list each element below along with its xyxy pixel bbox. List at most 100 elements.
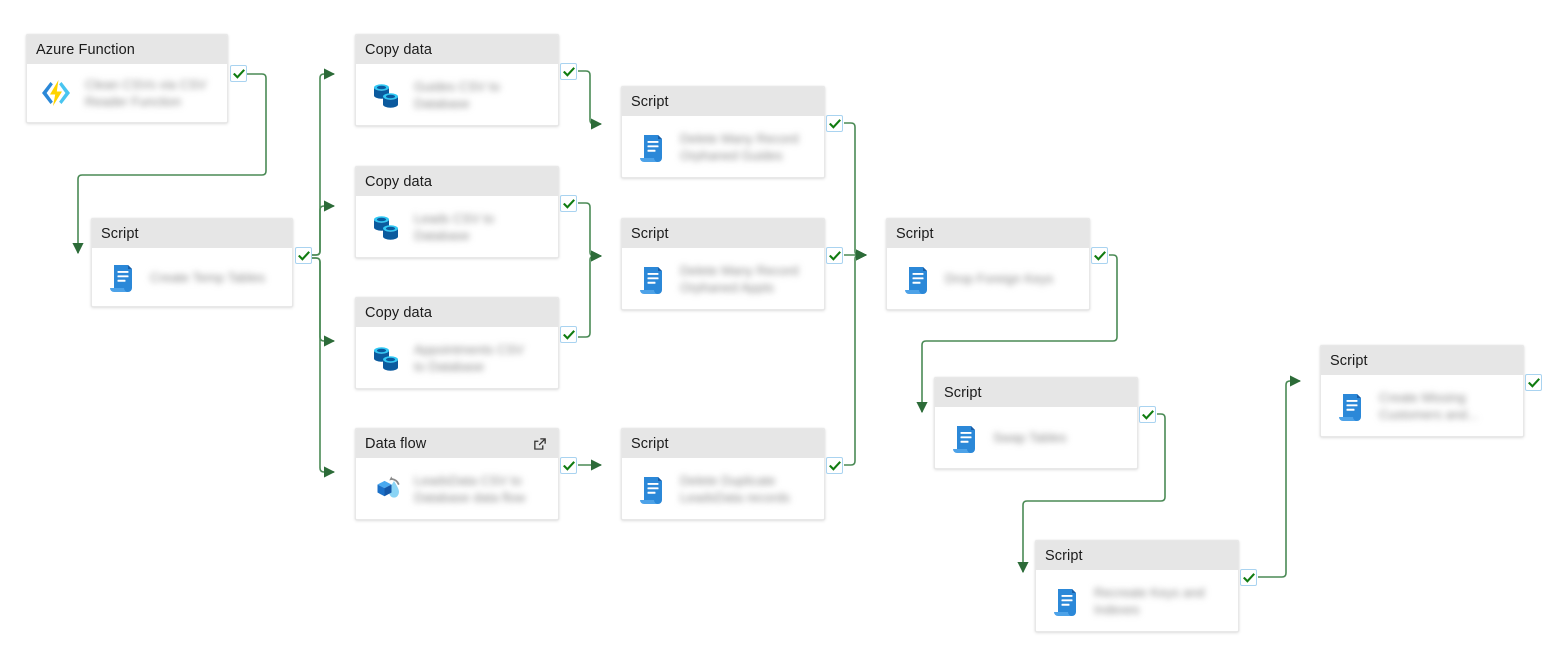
- success-handle-data-flow-leadsdata[interactable]: [560, 457, 577, 474]
- node-type-label: Script: [1330, 352, 1368, 369]
- check-icon: [562, 66, 575, 77]
- check-icon: [1242, 572, 1255, 583]
- activity-name-line: Orphaned Guides: [680, 147, 783, 163]
- node-header-data-flow-leadsdata: Data flow: [356, 429, 558, 458]
- check-icon: [232, 68, 245, 79]
- check-icon: [1141, 409, 1154, 420]
- connector-copy-data-appointments-csv-to-script-delete-many-record-orphaned-appts: [578, 250, 603, 338]
- success-handle-script-delete-many-record-orphaned-appts[interactable]: [826, 247, 843, 264]
- check-icon: [828, 250, 841, 261]
- node-header-script-create-temp-tables: Script: [92, 219, 292, 248]
- check-icon: [828, 460, 841, 471]
- activity-name-line: Indexes: [1094, 601, 1140, 617]
- connector-copy-data-guide-csv-to-script-delete-many-record-orphaned-guides: [578, 70, 603, 130]
- node-header-copy-data-appointments-csv: Copy data: [356, 298, 558, 327]
- node-body-script-swap-tables: Swap Tables: [935, 407, 1137, 468]
- check-icon: [297, 250, 310, 261]
- node-header-script-delete-many-record-orphaned-appts: Script: [622, 219, 824, 248]
- activity-name-line: Customers and...: [1379, 406, 1478, 422]
- success-handle-script-recreate-keys-indexes[interactable]: [1240, 569, 1257, 586]
- node-body-script-create-temp-tables: Create Temp Tables: [92, 248, 292, 306]
- node-type-label: Copy data: [365, 173, 432, 190]
- activity-name: Create Temp Tables: [150, 269, 265, 286]
- script-icon: [632, 128, 670, 166]
- activity-name-line: Appointments CSV: [414, 341, 524, 357]
- node-body-script-drop-foreign-keys: Drop Foreign Keys: [887, 248, 1089, 309]
- node-type-label: Script: [631, 93, 669, 110]
- success-handle-script-swap-tables[interactable]: [1139, 406, 1156, 423]
- node-header-copy-data-guide-csv: Copy data: [356, 35, 558, 64]
- script-icon: [632, 470, 670, 508]
- node-type-label: Azure Function: [36, 41, 135, 58]
- success-handle-script-create-missing-customers[interactable]: [1525, 374, 1542, 391]
- script-icon: [102, 258, 140, 296]
- activity-name-line: Drop Foreign Keys: [945, 271, 1054, 286]
- connector-copy-data-leads-csv-to-script-delete-many-record-orphaned-appts: [578, 202, 603, 262]
- data-flow-icon: [366, 470, 404, 508]
- connector-script-create-temp-tables-to-copy-data-guide-csv: [312, 68, 336, 256]
- node-type-label: Script: [631, 435, 669, 452]
- node-header-script-recreate-keys-indexes: Script: [1036, 541, 1238, 570]
- script-icon: [945, 419, 983, 457]
- node-header-script-swap-tables: Script: [935, 378, 1137, 407]
- copy-data-icon: [366, 339, 404, 377]
- activity-name-line: LeadsData records: [680, 489, 790, 505]
- activity-name-line: Database: [414, 95, 470, 111]
- activity-name-line: Recreate Keys and: [1094, 584, 1205, 600]
- node-type-label: Script: [631, 225, 669, 242]
- connector-script-create-temp-tables-to-copy-data-leads-csv: [312, 200, 336, 256]
- check-icon: [1093, 250, 1106, 261]
- script-icon: [1046, 582, 1084, 620]
- activity-name-line: Guides CSV to: [414, 78, 500, 94]
- activity-name-line: Delete Many Record: [680, 262, 799, 278]
- activity-name-line: Delete Many Record: [680, 130, 799, 146]
- connector-script-create-temp-tables-to-copy-data-appointments-csv: [312, 257, 336, 347]
- success-handle-script-create-temp-tables[interactable]: [295, 247, 312, 264]
- success-handle-copy-data-guide-csv[interactable]: [560, 63, 577, 80]
- check-icon: [1527, 377, 1540, 388]
- node-header-script-drop-foreign-keys: Script: [887, 219, 1089, 248]
- success-handle-script-delete-duplicate-leadsdata[interactable]: [826, 457, 843, 474]
- copy-data-icon: [366, 76, 404, 114]
- node-header-script-delete-many-record-orphaned-guides: Script: [622, 87, 824, 116]
- node-type-label: Copy data: [365, 304, 432, 321]
- node-header-copy-data-leads-csv: Copy data: [356, 167, 558, 196]
- success-handle-script-drop-foreign-keys[interactable]: [1091, 247, 1108, 264]
- open-external-icon[interactable]: [531, 436, 549, 452]
- success-handle-azure-function-1[interactable]: [230, 65, 247, 82]
- activity-name-line: Create Temp Tables: [150, 269, 266, 285]
- success-handle-copy-data-appointments-csv[interactable]: [560, 326, 577, 343]
- activity-name-line: Clean CSVs via CSV: [85, 77, 207, 92]
- success-handle-script-delete-many-record-orphaned-guides[interactable]: [826, 115, 843, 132]
- activity-name-line: Delete Duplicate: [680, 472, 776, 488]
- node-header-script-delete-duplicate-leadsdata: Script: [622, 429, 824, 458]
- success-handle-copy-data-leads-csv[interactable]: [560, 195, 577, 212]
